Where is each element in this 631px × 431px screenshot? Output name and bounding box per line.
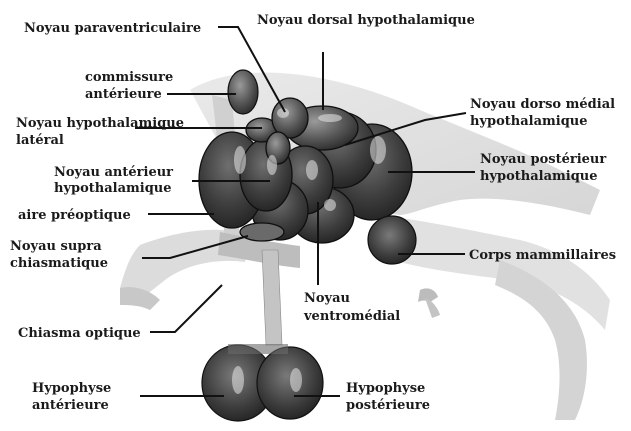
label-mammillaires: Corps mammillaires [469, 248, 616, 263]
label-paraventriculaire: Noyau paraventriculaire [24, 21, 201, 36]
label-hypophyse-ant-line1: Hypophyse [32, 381, 111, 396]
anterior-commissure-shape [228, 70, 258, 114]
label-supra-line1: Noyau supra [10, 239, 102, 254]
label-anterieur-line2: hypothalamique [54, 181, 172, 196]
label-dorsal: Noyau dorsal hypothalamique [257, 13, 475, 28]
posterior-pituitary-shape [257, 347, 323, 419]
pituitary-gland [202, 344, 323, 421]
mammillary-body-shape [368, 216, 416, 264]
label-chiasma: Chiasma optique [18, 326, 141, 341]
label-posterieur-line1: Noyau postérieur [480, 152, 606, 167]
label-hypophyse-post-line1: Hypophyse [346, 381, 425, 396]
suprachiasmatic-nucleus-shape [240, 223, 284, 241]
label-hypophyse-post-line2: postérieure [346, 398, 430, 413]
label-anterieur-line1: Noyau antérieur [54, 165, 173, 180]
label-posterieur-line2: hypothalamique [480, 169, 598, 184]
label-preoptique: aire préoptique [18, 208, 131, 223]
label-dorso-medial-line1: Noyau dorso médial [470, 97, 615, 112]
label-ventromedial-line1: Noyau [304, 291, 350, 306]
label-lateral-line2: latéral [16, 133, 64, 148]
label-commissure-line1: commissure [85, 70, 173, 85]
label-supra-line2: chiasmatique [10, 256, 108, 271]
label-hypophyse-ant-line2: antérieure [32, 398, 109, 413]
label-ventromedial-line2: ventromédial [303, 309, 400, 324]
label-lateral-line1: Noyau hypothalamique [16, 116, 184, 131]
label-commissure-line2: antérieure [85, 87, 162, 102]
label-dorso-medial-line2: hypothalamique [470, 114, 588, 129]
